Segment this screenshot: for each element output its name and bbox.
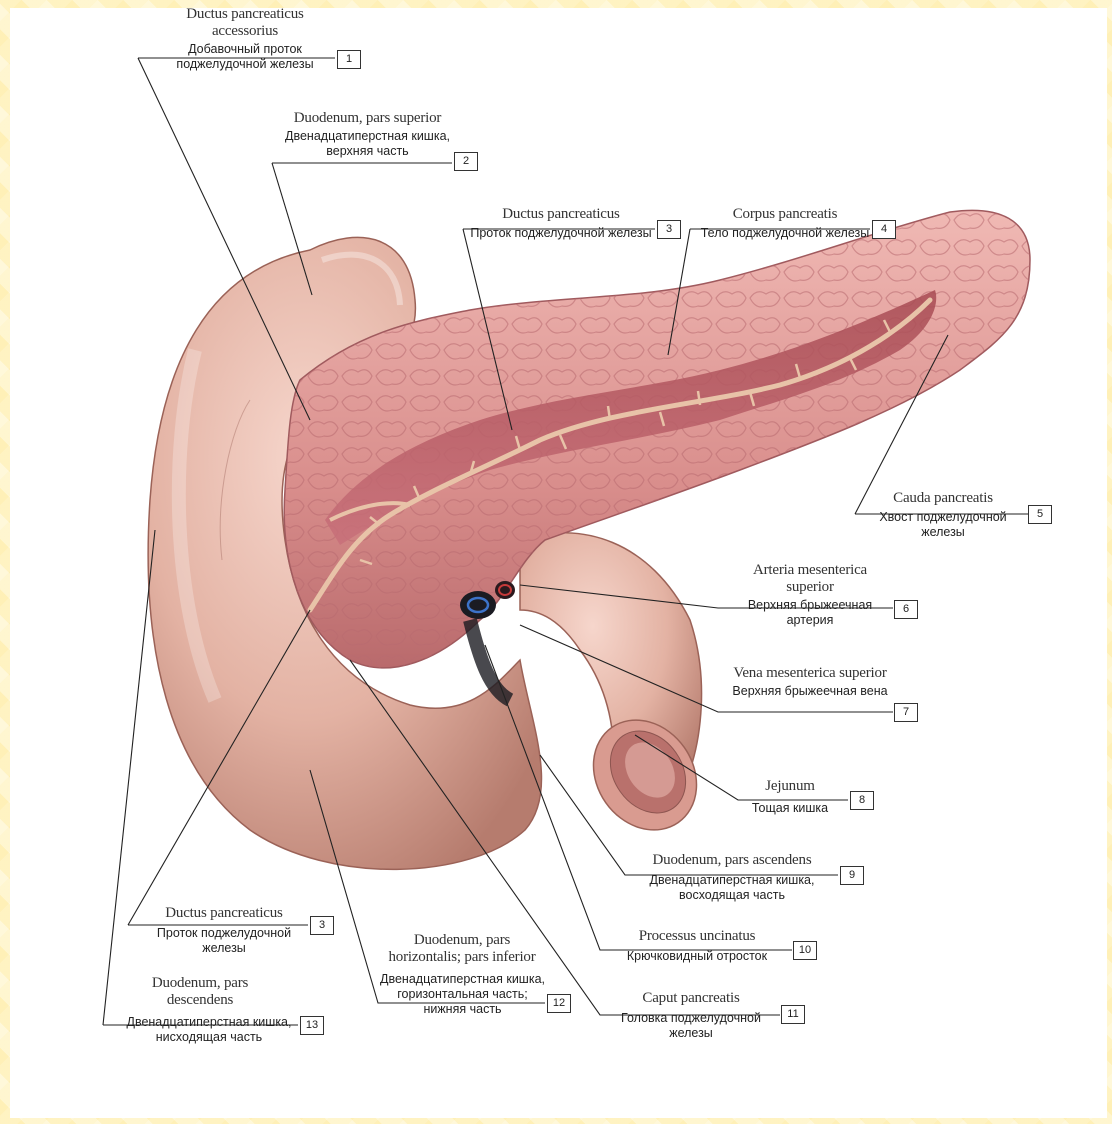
callout-number-10: 10 xyxy=(793,941,817,960)
russian-name: Добавочный проток поджелудочной железы xyxy=(160,42,330,72)
label-9: Duodenum, pars ascendens Двенадцатиперст… xyxy=(628,852,836,903)
label-3-top: Ductus pancreaticus Проток поджелудочной… xyxy=(470,206,652,241)
latin-name: Caput pancreatis xyxy=(603,990,779,1007)
russian-name: Тело поджелудочной железы xyxy=(700,226,870,241)
latin-name: Arteria mesenterica superior xyxy=(730,562,890,596)
russian-name: Хвост поджелудочной железы xyxy=(862,510,1024,540)
latin-name: Vena mesenterica superior xyxy=(730,665,890,682)
latin-name: Ductus pancreaticus xyxy=(470,206,652,223)
label-7: Vena mesenterica superior Верхняя брыжее… xyxy=(730,665,890,699)
callout-number-11: 11 xyxy=(781,1005,805,1024)
russian-name: Проток поджелудочной железы xyxy=(470,226,652,241)
label-11: Caput pancreatis Головка поджелудочной ж… xyxy=(603,990,779,1041)
callout-number-5: 5 xyxy=(1028,505,1052,524)
russian-name: Крючковидный отросток xyxy=(603,949,791,964)
label-8: Jejunum Тощая кишка xyxy=(735,778,845,816)
label-12: Duodenum, pars horizontalis; pars inferi… xyxy=(380,932,545,1017)
russian-name: Проток поджелудочной железы xyxy=(140,926,308,956)
callout-number-13: 13 xyxy=(300,1016,324,1035)
label-2: Duodenum, pars superior Двенадцатиперстн… xyxy=(285,110,450,159)
latin-name: Ductus pancreaticus xyxy=(140,905,308,922)
callout-number-1: 1 xyxy=(337,50,361,69)
latin-name: Jejunum xyxy=(735,778,845,795)
callout-number-3-top: 3 xyxy=(657,220,681,239)
label-4: Corpus pancreatis Тело поджелудочной жел… xyxy=(700,206,870,241)
latin-name: Duodenum, pars ascendens xyxy=(628,852,836,869)
latin-name: Duodenum, pars superior xyxy=(285,110,450,127)
latin-name: Duodenum, pars descendens xyxy=(140,975,260,1009)
latin-name: Processus uncinatus xyxy=(603,928,791,945)
label-1: Ductus pancreaticus accessorius Добавочн… xyxy=(160,6,330,72)
callout-number-6: 6 xyxy=(894,600,918,619)
russian-name: Двенадцатиперстная кишка, восходящая час… xyxy=(637,873,827,903)
label-13: Duodenum, pars descendens Двенадцатиперс… xyxy=(120,975,298,1045)
callout-number-2: 2 xyxy=(454,152,478,171)
label-3-bottom: Ductus pancreaticus Проток поджелудочной… xyxy=(140,905,308,956)
label-6: Arteria mesenterica superior Верхняя бры… xyxy=(730,562,890,628)
callout-number-7: 7 xyxy=(894,703,918,722)
russian-name: Тощая кишка xyxy=(735,801,845,816)
callout-number-3-bottom: 3 xyxy=(310,916,334,935)
latin-name: Ductus pancreaticus accessorius xyxy=(160,6,330,40)
latin-name: Cauda pancreatis xyxy=(862,490,1024,507)
russian-name: Двенадцатиперстная кишка, горизонтальная… xyxy=(380,972,545,1017)
russian-name: Двенадцатиперстная кишка, нисходящая час… xyxy=(120,1015,298,1045)
latin-name: Duodenum, pars horizontalis; pars inferi… xyxy=(387,932,537,966)
latin-name: Corpus pancreatis xyxy=(700,206,870,223)
callout-number-9: 9 xyxy=(840,866,864,885)
callout-number-8: 8 xyxy=(850,791,874,810)
russian-name: Верхняя брыжеечная вена xyxy=(730,684,890,699)
label-5: Cauda pancreatis Хвост поджелудочной жел… xyxy=(862,490,1024,540)
russian-name: Головка поджелудочной железы xyxy=(603,1011,779,1041)
russian-name: Двенадцатиперстная кишка, верхняя часть xyxy=(285,129,450,159)
russian-name: Верхняя брыжеечная артерия xyxy=(730,598,890,628)
jejunum xyxy=(520,533,718,850)
label-10: Processus uncinatus Крючковидный отросто… xyxy=(603,928,791,964)
callout-number-12: 12 xyxy=(547,994,571,1013)
callout-number-4: 4 xyxy=(872,220,896,239)
